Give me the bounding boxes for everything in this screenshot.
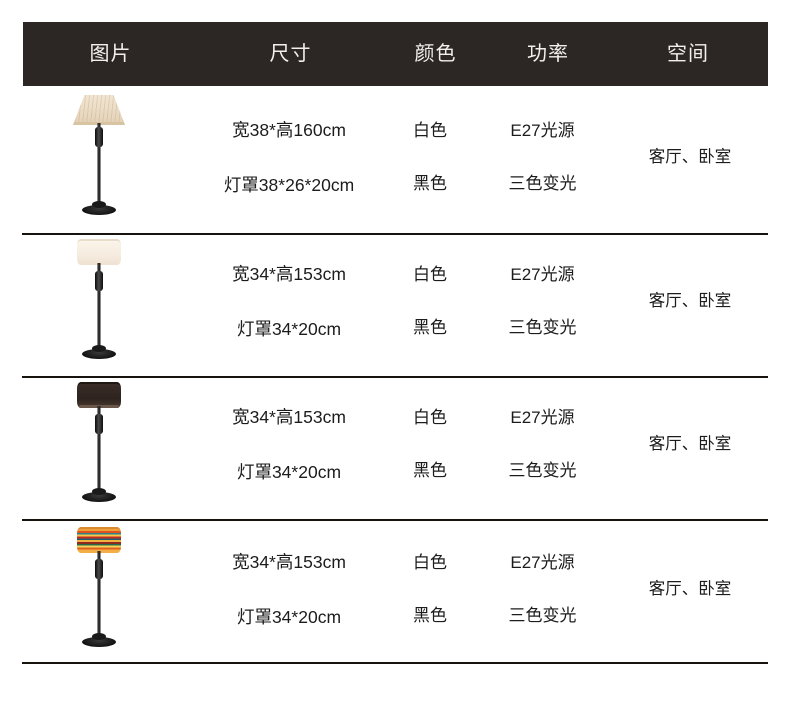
column-header-color: 颜色 (414, 43, 457, 65)
lamp-shade-drum-striped (77, 527, 121, 553)
lamp-base (82, 637, 116, 647)
power-line-2: 三色变光 (508, 318, 577, 338)
color-cell: 白色 黑色 (380, 236, 480, 368)
power-line-2: 三色变光 (508, 461, 577, 481)
product-image-cell (0, 67, 198, 250)
lamp-shade-drum-white (77, 239, 121, 265)
floor-lamp-icon (39, 380, 159, 510)
lamp-shade-drum-dark (77, 382, 121, 408)
table-row: 宽34*高153cm 灯罩34*20cm 白色 黑色 E27光源 三色变光 客厅… (0, 238, 790, 366)
lamp-pole (97, 263, 101, 349)
lamp-pole (97, 123, 101, 205)
size-cell: 宽38*高160cm 灯罩38*26*20cm (198, 90, 380, 226)
power-cell: E27光源 三色变光 (480, 524, 605, 656)
floor-lamp-icon (39, 237, 159, 367)
floor-lamp-icon (39, 93, 159, 223)
lamp-joint (95, 559, 103, 579)
column-header-power: 功率 (527, 43, 569, 65)
power-line-1: E27光源 (510, 408, 575, 428)
power-line-1: E27光源 (510, 121, 575, 141)
power-line-1: E27光源 (510, 265, 575, 285)
lamp-joint (95, 414, 103, 434)
power-line-1: E27光源 (510, 553, 575, 573)
lamp-base (82, 349, 116, 359)
color-line-2: 黑色 (413, 318, 447, 338)
power-line-2: 三色变光 (508, 174, 577, 194)
row-separator (22, 662, 768, 664)
color-line-1: 白色 (413, 553, 447, 573)
lamp-shade-taper-cream (73, 95, 125, 125)
color-line-2: 黑色 (413, 606, 447, 626)
space-cell: 客厅、卧室 (648, 435, 732, 454)
color-cell: 白色 黑色 (380, 524, 480, 656)
floor-lamp-icon (39, 525, 159, 655)
size-cell: 宽34*高153cm 灯罩34*20cm (198, 234, 380, 370)
color-cell: 白色 黑色 (380, 92, 480, 224)
column-header-image: 图片 (89, 43, 132, 65)
lamp-pole (97, 551, 101, 637)
size-line-2: 灯罩34*20cm (236, 606, 342, 627)
space-cell: 客厅、卧室 (648, 292, 732, 311)
table-row: 宽38*高160cm 灯罩38*26*20cm 白色 黑色 E27光源 三色变光… (0, 94, 790, 222)
row-separator (22, 376, 768, 378)
product-image-cell (0, 211, 198, 394)
size-line-1: 宽34*高153cm (232, 552, 346, 573)
table-row: 宽34*高153cm 灯罩34*20cm 白色 黑色 E27光源 三色变光 客厅… (0, 381, 790, 509)
color-line-1: 白色 (413, 408, 447, 428)
power-line-2: 三色变光 (508, 606, 577, 626)
color-cell: 白色 黑色 (380, 379, 480, 511)
space-cell: 客厅、卧室 (648, 580, 732, 599)
color-line-2: 黑色 (413, 461, 447, 481)
row-separator (22, 233, 768, 235)
table-header-row: 图片 尺寸 颜色 功率 空间 (23, 22, 768, 86)
color-line-1: 白色 (413, 121, 447, 141)
lamp-base (82, 492, 116, 502)
row-separator (22, 519, 768, 521)
lamp-joint (95, 127, 103, 147)
color-line-1: 白色 (413, 265, 447, 285)
space-cell: 客厅、卧室 (648, 148, 732, 167)
table-row: 宽34*高153cm 灯罩34*20cm 白色 黑色 E27光源 三色变光 客厅… (0, 524, 790, 656)
size-cell: 宽34*高153cm 灯罩34*20cm (198, 522, 380, 658)
lamp-base (82, 205, 116, 215)
size-line-1: 宽34*高153cm (232, 264, 346, 285)
power-cell: E27光源 三色变光 (480, 379, 605, 511)
size-line-1: 宽38*高160cm (232, 120, 346, 141)
size-line-2: 灯罩34*20cm (236, 318, 342, 339)
size-line-2: 灯罩38*26*20cm (223, 174, 355, 195)
power-cell: E27光源 三色变光 (480, 236, 605, 368)
column-header-size: 尺寸 (269, 43, 312, 65)
size-cell: 宽34*高153cm 灯罩34*20cm (198, 377, 380, 513)
size-line-2: 灯罩34*20cm (236, 461, 342, 482)
size-line-1: 宽34*高153cm (232, 407, 346, 428)
column-header-space: 空间 (667, 43, 709, 65)
color-line-2: 黑色 (413, 174, 447, 194)
product-image-cell (0, 499, 198, 682)
product-image-cell (0, 354, 198, 537)
power-cell: E27光源 三色变光 (480, 92, 605, 224)
lamp-joint (95, 271, 103, 291)
lamp-pole (97, 406, 101, 492)
